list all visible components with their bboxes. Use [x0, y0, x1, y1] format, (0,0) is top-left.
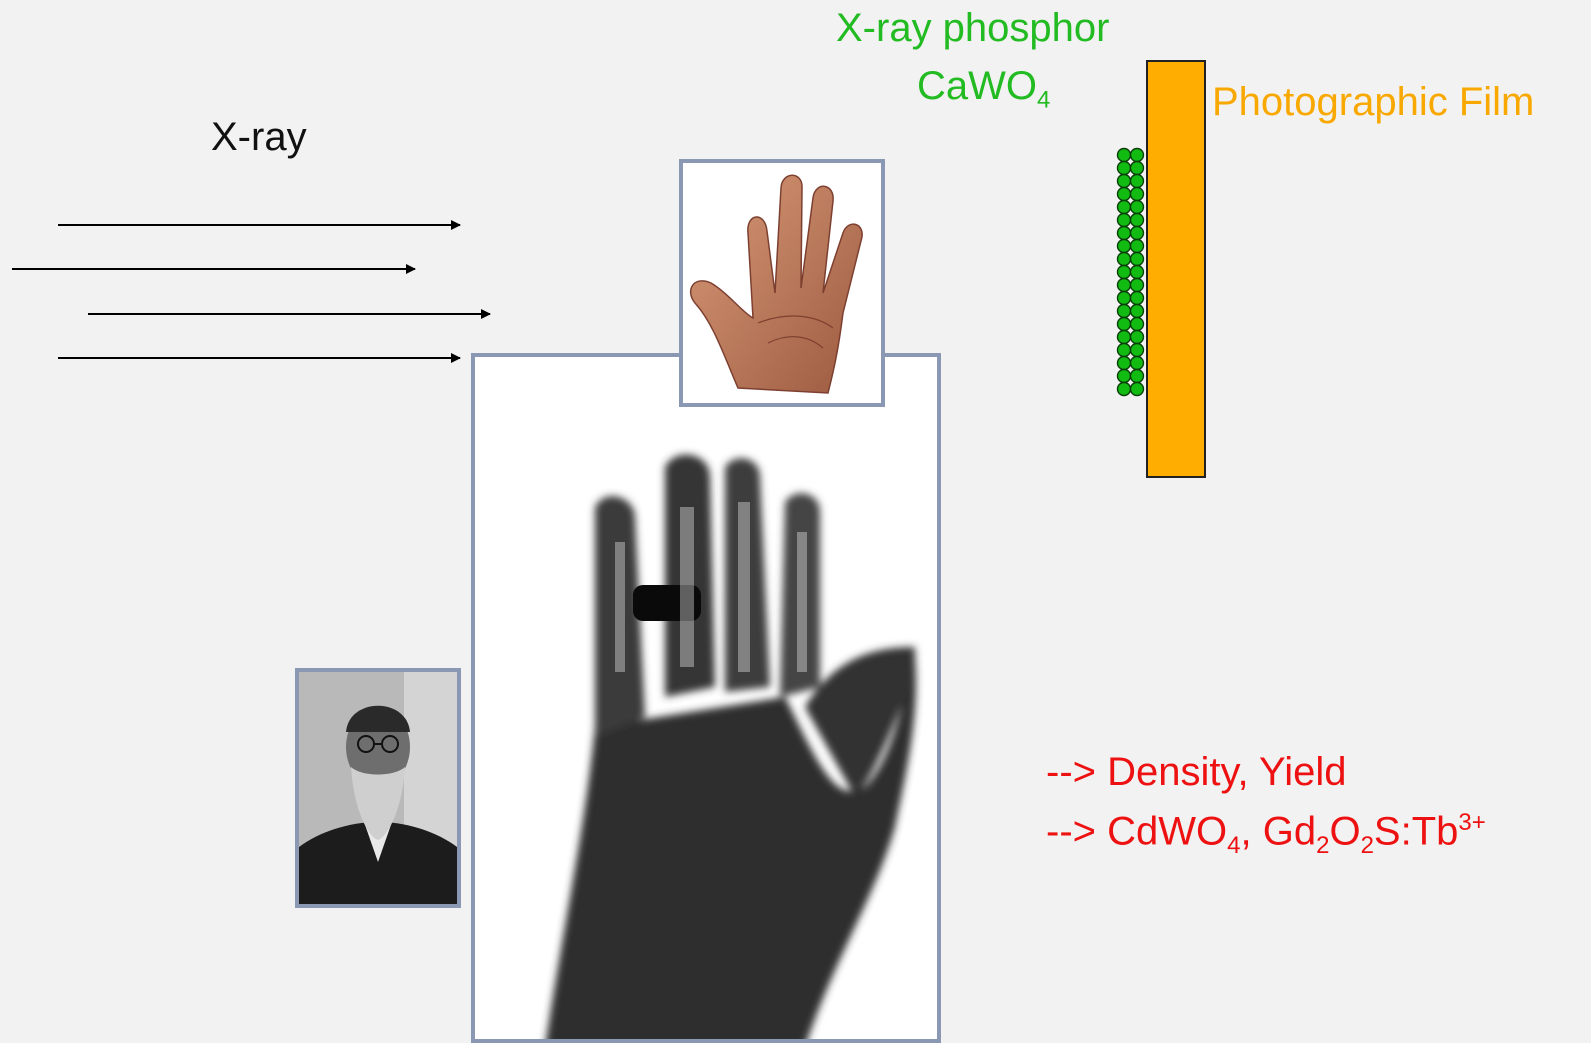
film-label: Photographic Film	[1212, 82, 1534, 122]
phosphor-particle	[1131, 266, 1144, 279]
phosphor-particle	[1131, 188, 1144, 201]
phosphor-formula: CaWO4	[917, 66, 1050, 112]
phosphor-particle	[1118, 188, 1131, 201]
phosphor-particle	[1118, 266, 1131, 279]
phosphor-particle	[1118, 383, 1131, 396]
xray-arrows	[0, 0, 520, 380]
radiograph-frame	[471, 353, 941, 1043]
photographic-film	[1146, 60, 1206, 478]
phosphor-particle	[1118, 201, 1131, 214]
phosphor-particle	[1118, 344, 1131, 357]
phosphor-particle	[1131, 201, 1144, 214]
phosphor-particle	[1118, 331, 1131, 344]
phosphor-particle	[1118, 149, 1131, 162]
phosphor-particle	[1131, 292, 1144, 305]
phosphor-particle	[1118, 227, 1131, 240]
phosphor-particle	[1118, 318, 1131, 331]
phosphor-particle	[1118, 357, 1131, 370]
portrait-photo-icon	[299, 672, 457, 904]
phosphor-particle	[1131, 344, 1144, 357]
phosphor-particle	[1131, 253, 1144, 266]
note-density-yield: --> Density, Yield	[1046, 752, 1347, 792]
phosphor-particle	[1118, 214, 1131, 227]
phosphor-particle	[1131, 162, 1144, 175]
phosphor-particle	[1118, 175, 1131, 188]
phosphor-particle	[1118, 279, 1131, 292]
phosphor-particle	[1118, 305, 1131, 318]
phosphor-particle	[1131, 331, 1144, 344]
phosphor-particle	[1131, 370, 1144, 383]
phosphor-particle	[1131, 240, 1144, 253]
phosphor-dots	[1112, 145, 1152, 410]
phosphor-particle	[1118, 162, 1131, 175]
phosphor-particle	[1131, 305, 1144, 318]
hand-photo-icon	[683, 163, 881, 403]
phosphor-particle	[1131, 227, 1144, 240]
phosphor-particle	[1131, 383, 1144, 396]
phosphor-particle	[1131, 279, 1144, 292]
phosphor-particle	[1118, 240, 1131, 253]
phosphor-label: X-ray phosphor	[836, 8, 1109, 48]
phosphor-particle	[1118, 292, 1131, 305]
phosphor-particle	[1118, 253, 1131, 266]
portrait-frame	[295, 668, 461, 908]
hand-radiograph-icon	[475, 357, 937, 1043]
hand-photo-frame	[679, 159, 885, 407]
phosphor-particle	[1131, 214, 1144, 227]
phosphor-particle	[1131, 357, 1144, 370]
phosphor-particle	[1118, 370, 1131, 383]
note-compounds: --> CdWO4, Gd2O2S:Tb3+	[1046, 811, 1486, 858]
phosphor-particle	[1131, 318, 1144, 331]
phosphor-particle	[1131, 149, 1144, 162]
phosphor-particle	[1131, 175, 1144, 188]
